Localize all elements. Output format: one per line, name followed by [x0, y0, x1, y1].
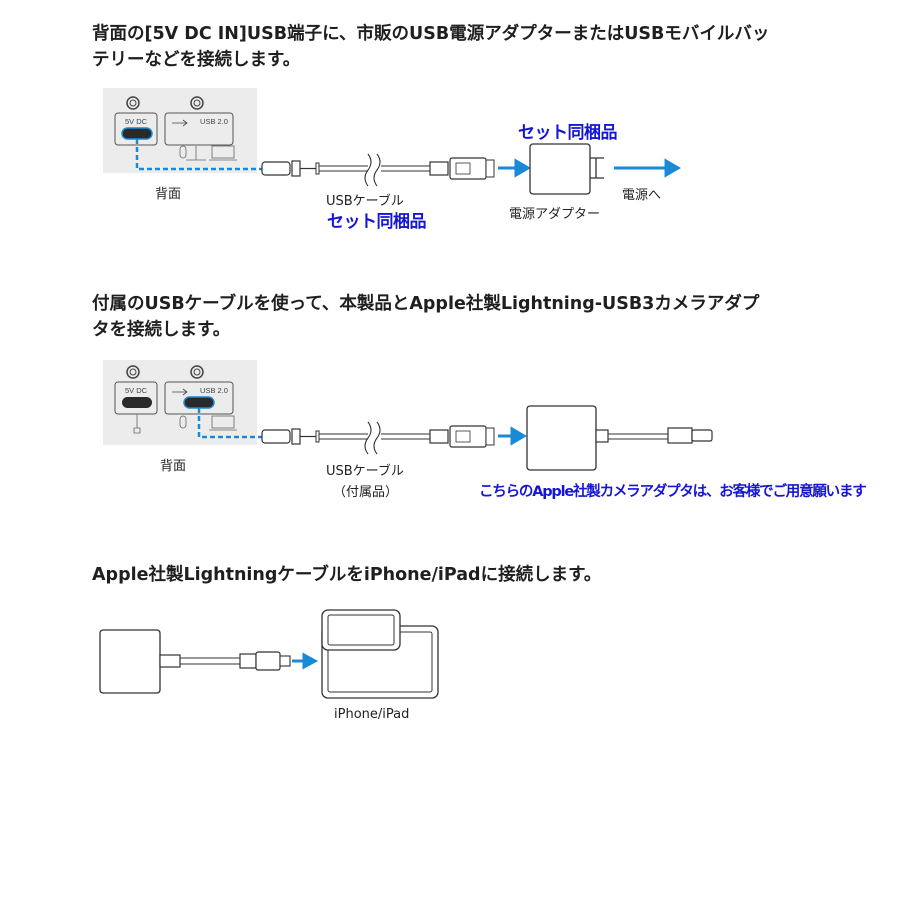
usb-c-plug-icon	[261, 429, 291, 444]
camera-adapter-icon	[99, 629, 161, 694]
section2-diagram: 5V DC USB 2.0	[103, 360, 713, 471]
usb-c-plug-icon	[261, 161, 291, 176]
section2-heading-line2: タを接続します。	[92, 320, 231, 340]
cable-included-note: セット同梱品	[327, 212, 427, 232]
knob-icon	[190, 96, 204, 110]
arrow-right-icon	[292, 652, 319, 670]
rear-label: 背面	[155, 187, 182, 202]
port-label-5v: 5V DC	[125, 117, 148, 126]
usb-a-plug-icon	[429, 161, 449, 176]
section1-heading-line1: 背面の[5V DC IN]USB端子に、市販のUSB電源アダプターまたはUSBモ…	[92, 24, 770, 44]
cable-sub-label: （付属品）	[333, 485, 399, 500]
cable-route-dashed	[197, 408, 262, 439]
camera-adapter-note: こちらのApple社製カメラアダプタは、お客様でご用意願います	[479, 484, 867, 500]
usb-a-plug-icon	[429, 429, 449, 444]
arrow-right-icon	[614, 158, 681, 178]
section2-heading-line1: 付属のUSBケーブルを使って、本製品とApple社製Lightning-USB3…	[92, 294, 760, 314]
rear-label: 背面	[160, 459, 187, 474]
adapter-included-note: セット同梱品	[518, 123, 618, 143]
section1-diagram: 5V DC USB 2.0	[103, 88, 681, 195]
section1-heading-line2: テリーなどを接続します。	[92, 50, 301, 70]
cable-label: USBケーブル	[326, 464, 404, 479]
port-label-usb: USB 2.0	[200, 386, 228, 395]
port-label-usb: USB 2.0	[200, 117, 228, 126]
section3-heading: Apple社製LightningケーブルをiPhone/iPadに接続します。	[92, 565, 602, 585]
arrow-right-icon	[498, 158, 531, 178]
power-adapter-icon	[529, 143, 591, 195]
cable-label: USBケーブル	[326, 194, 404, 209]
cable-route-dashed	[135, 139, 262, 171]
device-label: iPhone/iPad	[334, 707, 410, 722]
knob-icon	[126, 96, 140, 110]
arrow-right-icon	[498, 426, 527, 446]
section3-diagram	[99, 609, 439, 699]
lightning-plug-icon	[239, 653, 257, 669]
port-label-5v: 5V DC	[125, 386, 148, 395]
to-power-label: 電源へ	[622, 188, 662, 203]
adapter-label: 電源アダプター	[509, 207, 601, 222]
